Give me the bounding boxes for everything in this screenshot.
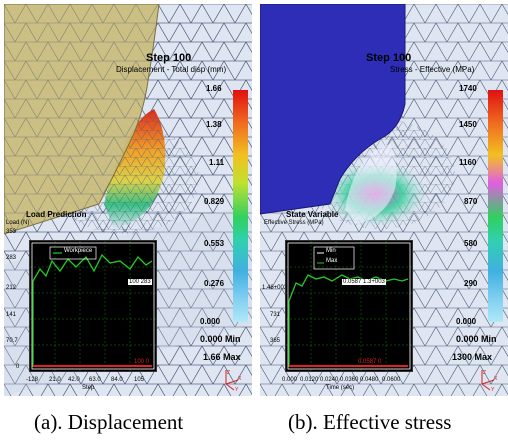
step-label: Step 100 [146, 52, 192, 64]
caption-effective-stress: (b). Effective stress [288, 410, 452, 434]
inset-ytick: 70.7 [6, 338, 18, 344]
inset-readout: 0.0587 1.3+003 [342, 279, 386, 285]
caption-displacement: (a). Displacement [34, 410, 184, 434]
variable-label: Stress - Effective (MPa) [390, 65, 475, 74]
colorbar-tick: 0.000 [456, 317, 477, 326]
panel-displacement: Step 100 Displacement - Total disp (mm) … [4, 4, 252, 396]
stress-curve-max [288, 274, 409, 302]
colorbar [488, 90, 503, 322]
inset-xtick: -128 [26, 377, 39, 383]
inset-bottom-readout: 0.0587 0 [358, 359, 382, 365]
svg-text:Y: Y [235, 387, 239, 392]
axis-triad-icon: Z X Y [481, 370, 498, 392]
inset-xtick: 0.0120 [300, 377, 319, 383]
colorbar-tick: 1160 [459, 158, 477, 167]
inset-ylabel: Effective Stress (MPa) [264, 220, 324, 226]
inset-xlabel: Step [82, 385, 95, 391]
inset-ylabel: Load (N) [6, 220, 30, 226]
axis-triad-icon: Z X Y [225, 370, 242, 392]
colorbar-tick: 870 [464, 197, 478, 206]
panel-effective-stress: Step 100 Stress - Effective (MPa) 1740 1… [260, 4, 508, 396]
inset-xtick: 84.0 [111, 377, 123, 383]
colorbar-tick: 0.553 [204, 239, 225, 248]
colorbar [233, 90, 248, 322]
colorbar-tick: 0.276 [204, 279, 225, 288]
colorbar-tick: 1450 [459, 120, 477, 129]
inset-ytick: 212 [6, 285, 17, 291]
inset-ytick: 141 [6, 312, 17, 318]
inset-ytick: 0 [16, 364, 20, 370]
variable-label: Displacement - Total disp (mm) [116, 65, 227, 74]
inset-xtick: 105 [134, 377, 145, 383]
load-curve [32, 253, 153, 282]
svg-text:X: X [238, 376, 242, 382]
inset-xtick: 0.0240 [320, 377, 339, 383]
inset-ytick: 353 [6, 229, 17, 235]
min-label: 0.000 Min [200, 334, 241, 344]
colorbar-tick: 1740 [459, 84, 477, 93]
svg-text:Z: Z [483, 370, 486, 376]
inset-legend-max: Max [326, 258, 338, 264]
inset-title: State Variable [286, 210, 339, 219]
svg-text:X: X [494, 376, 498, 382]
inset-xlabel: Time (sec) [326, 385, 355, 391]
colorbar-tick: 1.66 [206, 84, 222, 93]
max-label: 1.66 Max [203, 352, 241, 362]
inset-title: Load Prediction [26, 210, 87, 219]
inset-xtick: 0.0600 [382, 377, 401, 383]
inset-xtick: 0.0360 [340, 377, 359, 383]
inset-legend-min: Min [326, 248, 336, 254]
step-label: Step 100 [366, 52, 412, 64]
colorbar-tick: 0.000 [200, 317, 221, 326]
inset-ytick: 283 [6, 255, 17, 261]
colorbar-tick: 1.38 [206, 120, 222, 129]
inset-ytick: 731 [270, 312, 281, 318]
colorbar-tick: 1.11 [209, 158, 225, 167]
min-label: 0.000 Min [456, 334, 497, 344]
inset-xtick: 21.0 [49, 377, 61, 383]
max-label: 1300 Max [452, 352, 493, 362]
inset-bottom-readout: 100 0 [134, 359, 150, 365]
svg-text:Y: Y [491, 387, 495, 392]
svg-text:Z: Z [227, 370, 230, 376]
inset-xtick: 63.0 [89, 377, 101, 383]
inset-xtick: 0.0480 [360, 377, 379, 383]
colorbar-tick: 290 [464, 279, 478, 288]
inset-xtick: 42.0 [68, 377, 80, 383]
tool-body-b [260, 4, 405, 214]
inset-ytick: 1.46+003 [262, 285, 288, 291]
mesh-view-a [4, 4, 252, 396]
colorbar-tick: 580 [464, 239, 478, 248]
colorbar-tick: 0.829 [204, 197, 225, 206]
inset-xtick: 0.000 [282, 377, 298, 383]
inset-ytick: 365 [270, 338, 281, 344]
inset-readout: 100 283 [128, 279, 152, 285]
inset-legend: Workpiece [64, 248, 93, 254]
state-variable-plot: Min Max 0.0587 1.3+003 0.0587 0 [285, 240, 413, 372]
load-prediction-plot: Workpiece 100 283 100 0 [29, 240, 157, 372]
